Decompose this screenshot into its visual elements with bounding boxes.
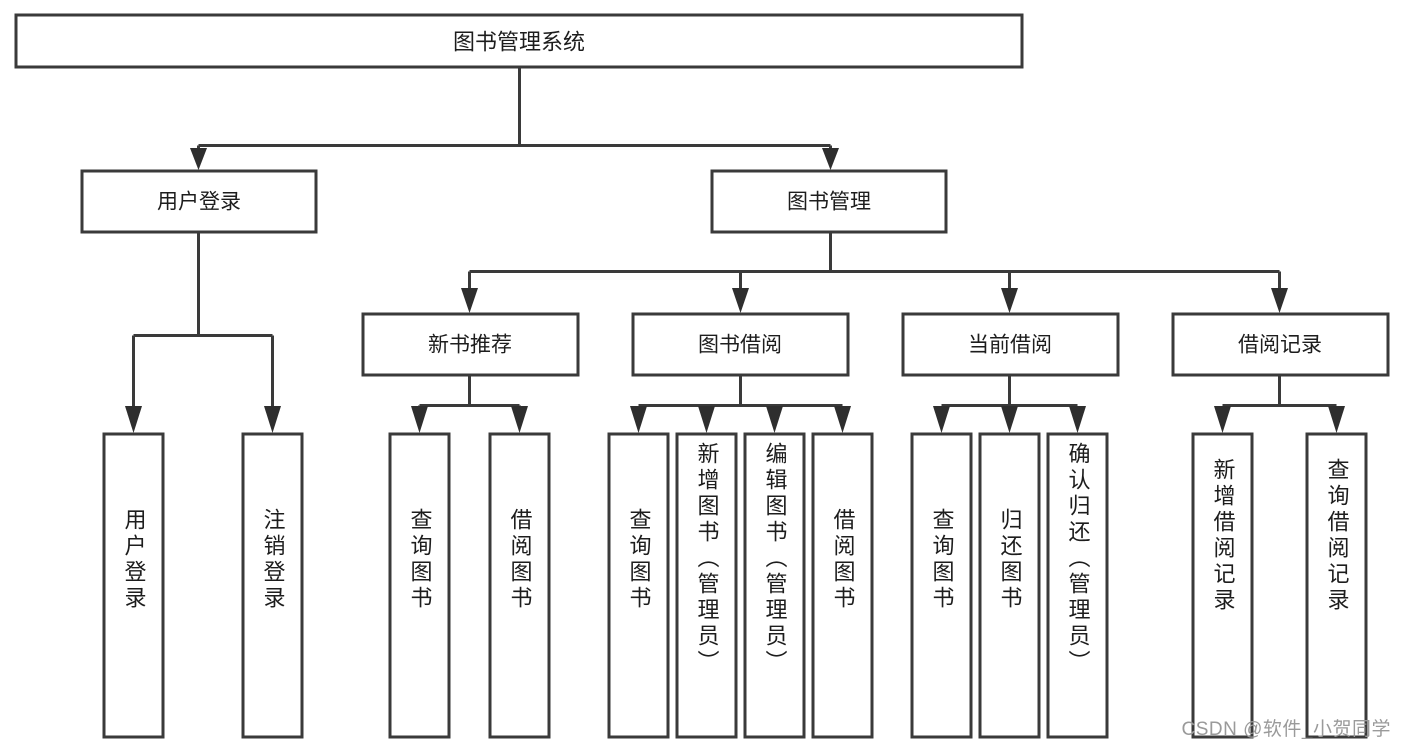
node-box-leaf-borrow-book-2[interactable]: [811, 432, 874, 739]
arrow-head-leaf-user-logout: [264, 406, 281, 433]
connector-group-borrow-record: [1214, 375, 1345, 433]
node-book-manage[interactable]: 图书管理: [710, 169, 948, 234]
node-user-login[interactable]: 用户登录: [80, 169, 318, 234]
connector-group-book-borrow: [630, 375, 851, 433]
node-borrow-record[interactable]: 借阅记录: [1171, 312, 1390, 377]
arrow-head-leaf-query-book-3: [933, 406, 950, 433]
arrow-head-book-borrow: [732, 288, 749, 313]
node-label-root: 图书管理系统: [453, 30, 585, 55]
connector-group-new-book-rec: [411, 375, 528, 433]
connector-group-current-borrow: [933, 375, 1086, 433]
arrow-head-leaf-query-record: [1328, 406, 1345, 433]
arrow-head-leaf-confirm-return: [1069, 406, 1086, 433]
node-label-new-book-rec: 新书推荐: [428, 334, 512, 357]
arrow-head-book-manage: [822, 148, 839, 170]
node-box-leaf-borrow-book-1[interactable]: [488, 432, 551, 739]
node-box-book-manage[interactable]: [710, 169, 948, 234]
node-label-book-borrow: 图书借阅: [698, 334, 782, 357]
arrow-head-leaf-query-book-2: [630, 406, 647, 433]
arrow-head-current-borrow: [1001, 288, 1018, 313]
arrow-head-leaf-add-book: [698, 406, 715, 433]
arrow-head-leaf-borrow-book-1: [511, 406, 528, 433]
arrow-head-new-book-rec: [461, 288, 478, 313]
node-label-user-login: 用户登录: [157, 191, 241, 214]
watermark-text: CSDN @软件_小贺同学: [1181, 719, 1391, 740]
arrow-head-leaf-query-book-1: [411, 406, 428, 433]
node-box-leaf-add-record[interactable]: [1191, 432, 1254, 739]
node-new-book-rec[interactable]: 新书推荐: [361, 312, 580, 377]
connector-group-user-login: [125, 232, 281, 433]
node-box-leaf-return-book[interactable]: [978, 432, 1041, 739]
node-box-leaf-confirm-return[interactable]: [1046, 432, 1109, 739]
arrow-head-leaf-user-login: [125, 406, 142, 433]
connector-group-root: [190, 67, 839, 170]
arrow-head-borrow-record: [1271, 288, 1288, 313]
node-box-user-login[interactable]: [80, 169, 318, 234]
arrow-head-leaf-return-book: [1001, 406, 1018, 433]
node-box-root[interactable]: [14, 13, 1024, 69]
node-box-leaf-user-login[interactable]: [102, 432, 165, 739]
node-box-leaf-add-book[interactable]: [675, 432, 738, 739]
arrow-head-leaf-borrow-book-2: [834, 406, 851, 433]
node-box-borrow-record[interactable]: [1171, 312, 1390, 377]
node-box-book-borrow[interactable]: [631, 312, 850, 377]
node-label-book-manage: 图书管理: [787, 191, 871, 214]
node-label-borrow-record: 借阅记录: [1238, 334, 1322, 357]
node-box-leaf-user-logout[interactable]: [241, 432, 304, 739]
node-label-current-borrow: 当前借阅: [968, 334, 1052, 357]
node-box-leaf-query-book-2[interactable]: [607, 432, 670, 739]
node-box-new-book-rec[interactable]: [361, 312, 580, 377]
node-box-leaf-query-book-3[interactable]: [910, 432, 973, 739]
node-box-leaf-query-record[interactable]: [1305, 432, 1368, 739]
arrow-head-user-login: [190, 148, 207, 170]
arrow-head-leaf-add-record: [1214, 406, 1231, 433]
node-box-leaf-query-book-1[interactable]: [388, 432, 451, 739]
node-box-leaf-edit-book[interactable]: [743, 432, 806, 739]
connector-group-book-manage: [461, 232, 1288, 313]
node-box-current-borrow[interactable]: [901, 312, 1120, 377]
arrow-head-leaf-edit-book: [766, 406, 783, 433]
node-book-borrow[interactable]: 图书借阅: [631, 312, 850, 377]
node-root[interactable]: 图书管理系统: [14, 13, 1024, 69]
node-current-borrow[interactable]: 当前借阅: [901, 312, 1120, 377]
